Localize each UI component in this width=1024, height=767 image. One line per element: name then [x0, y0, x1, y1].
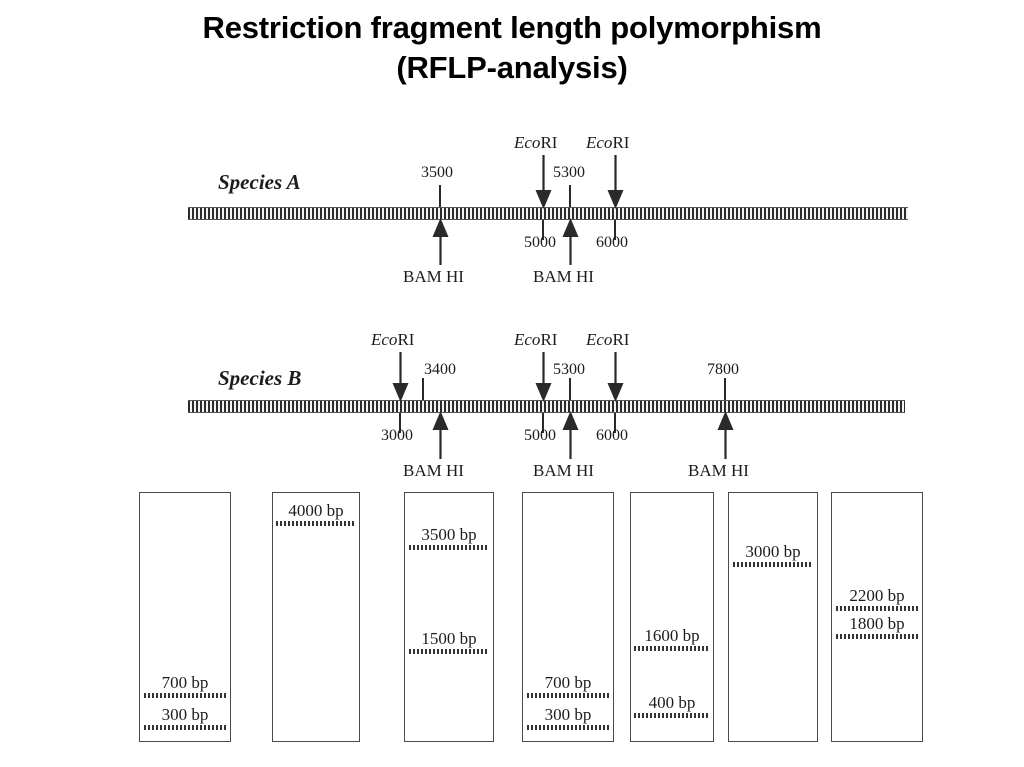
lane-3-band-label-0: 3500 bp [421, 525, 477, 544]
species-a-bamhi-label-1: BAM HI [533, 267, 594, 286]
lane-7-band-line-0 [835, 606, 919, 611]
species-b-position-label-3400: 3400 [424, 361, 456, 378]
species-a-position-label-5300: 5300 [553, 164, 585, 181]
page-title: Restriction fragment length polymorphism… [0, 8, 1024, 88]
species-a-tick-above-5300 [569, 185, 571, 207]
lane-1-band-label-1: 300 bp [161, 705, 209, 724]
species-a-position-label-3500: 3500 [421, 164, 453, 181]
lane-5-band-line-1 [634, 713, 710, 718]
lane-7-band-label-1: 1800 bp [849, 614, 905, 633]
lane-7[interactable]: 2200 bp 1800 bp [831, 492, 923, 742]
lane-4-band-1: 300 bp [526, 705, 610, 730]
lane-3-band-line-0 [408, 545, 490, 550]
species-b-bamhi-arrow-1 [562, 411, 578, 459]
lane-3-band-0: 3500 bp [408, 525, 490, 550]
lane-2-band-line-0 [276, 521, 356, 526]
page-title-line-2: (RFLP-analysis) [396, 50, 628, 85]
species-a-bamhi-arrow-0 [432, 218, 448, 265]
lane-1-band-0: 700 bp [143, 673, 227, 698]
species-b-bamhi-label-0: BAM HI [403, 461, 464, 480]
lane-3-band-label-1: 1500 bp [421, 629, 477, 648]
species-b-bamhi-label-1: BAM HI [533, 461, 594, 480]
species-a-bamhi-arrow-1 [562, 218, 578, 265]
species-a-ecori-arrow-1 [607, 155, 623, 209]
lane-1-band-label-0: 700 bp [161, 673, 209, 692]
lane-4-band-label-1: 300 bp [544, 705, 592, 724]
lane-1-band-line-0 [143, 693, 227, 698]
species-a-tick-above-3500 [439, 185, 441, 207]
lane-3-band-line-1 [408, 649, 490, 654]
species-b-bamhi-label-2: BAM HI [688, 461, 749, 480]
lane-6-band-line-0 [732, 562, 814, 567]
species-a-tick-below-6000 [614, 220, 616, 240]
species-b-position-label-3000: 3000 [381, 427, 413, 444]
species-b-bamhi-arrow-2 [717, 411, 733, 459]
species-b-name: Species B [218, 366, 302, 390]
species-a-ecori-label-1: EcoRI [586, 133, 630, 152]
species-b-position-label-5300: 5300 [553, 361, 585, 378]
lane-4[interactable]: 700 bp 300 bp [522, 492, 614, 742]
lane-3[interactable]: 3500 bp 1500 bp [404, 492, 494, 742]
species-b-dna-strand [188, 400, 905, 413]
lane-2-band-label-0: 4000 bp [288, 501, 344, 520]
lane-5[interactable]: 1600 bp 400 bp [630, 492, 714, 742]
species-b-position-label-5000: 5000 [524, 427, 556, 444]
species-b-tick-above-7800 [724, 378, 726, 400]
lane-6-band-label-0: 3000 bp [745, 542, 801, 561]
species-b-ecori-label-0: EcoRI [371, 330, 415, 349]
species-b-tick-above-5300 [569, 378, 571, 400]
lane-7-band-label-0: 2200 bp [849, 586, 905, 605]
lane-4-band-line-0 [526, 693, 610, 698]
species-a-tick-below-5000 [542, 220, 544, 240]
species-a-name: Species A [218, 170, 301, 194]
lane-7-band-0: 2200 bp [835, 586, 919, 611]
page-title-line-1: Restriction fragment length polymorphism [202, 10, 822, 45]
lane-7-band-1: 1800 bp [835, 614, 919, 639]
lane-3-band-1: 1500 bp [408, 629, 490, 654]
species-b-position-label-6000: 6000 [596, 427, 628, 444]
lane-5-band-0: 1600 bp [634, 626, 710, 651]
lane-2-band-0: 4000 bp [276, 501, 356, 526]
lane-1[interactable]: 700 bp 300 bp [139, 492, 231, 742]
species-b-ecori-label-2: EcoRI [586, 330, 630, 349]
species-b-ecori-arrow-0 [392, 352, 408, 402]
species-b-tick-below-6000 [614, 413, 616, 433]
lane-1-band-line-1 [143, 725, 227, 730]
lane-4-band-label-0: 700 bp [544, 673, 592, 692]
lane-5-band-line-0 [634, 646, 710, 651]
species-b-ecori-arrow-1 [535, 352, 551, 402]
lane-7-band-line-1 [835, 634, 919, 639]
species-b-tick-below-5000 [542, 413, 544, 433]
species-b-tick-above-3400 [422, 378, 424, 400]
species-b-tick-below-3000 [399, 413, 401, 433]
species-a-position-label-6000: 6000 [596, 234, 628, 251]
lane-6-band-0: 3000 bp [732, 542, 814, 567]
species-a-bamhi-label-0: BAM HI [403, 267, 464, 286]
lane-4-band-line-1 [526, 725, 610, 730]
species-a-ecori-arrow-0 [535, 155, 551, 209]
lane-4-band-0: 700 bp [526, 673, 610, 698]
species-b-position-label-7800: 7800 [707, 361, 739, 378]
species-a-dna-strand [188, 207, 908, 220]
lane-5-band-1: 400 bp [634, 693, 710, 718]
species-b-ecori-arrow-2 [607, 352, 623, 402]
lane-5-band-label-0: 1600 bp [644, 626, 700, 645]
species-b-bamhi-arrow-0 [432, 411, 448, 459]
species-a-position-label-5000: 5000 [524, 234, 556, 251]
lane-1-band-1: 300 bp [143, 705, 227, 730]
lane-6[interactable]: 3000 bp [728, 492, 818, 742]
species-a-ecori-label-0: EcoRI [514, 133, 558, 152]
lane-2[interactable]: 4000 bp [272, 492, 360, 742]
lane-5-band-label-1: 400 bp [648, 693, 696, 712]
species-b-ecori-label-1: EcoRI [514, 330, 558, 349]
